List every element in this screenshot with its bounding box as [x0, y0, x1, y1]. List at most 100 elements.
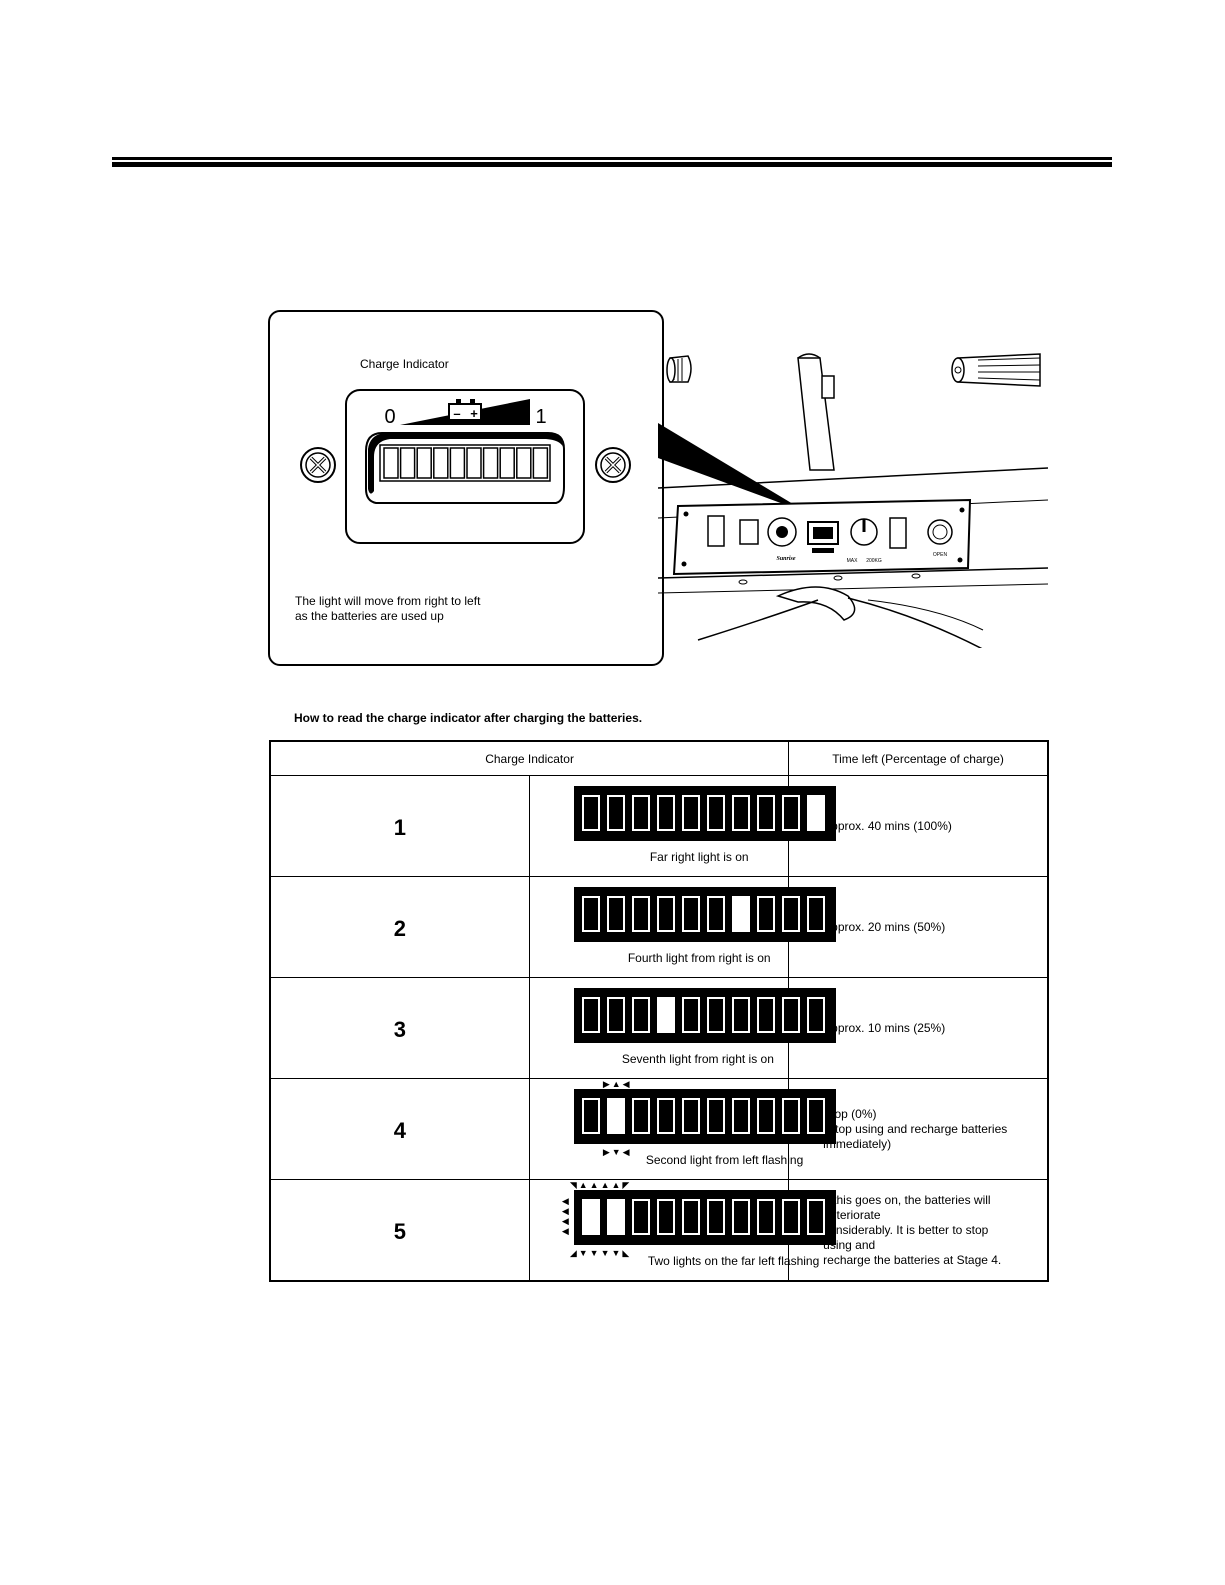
indicator-cell: ▶▲◀▶▼◀Second light from left flashing	[528, 1078, 836, 1180]
indicator-bar	[573, 887, 836, 942]
indicator-light-off	[806, 997, 825, 1033]
indicator-light-off	[606, 795, 625, 831]
panel-weight: 200KG	[866, 558, 882, 564]
indicator-light-off	[781, 1098, 800, 1134]
right-handle-icon	[951, 353, 1041, 387]
indicator-light-off	[606, 997, 625, 1033]
indicator-light-off	[756, 896, 775, 932]
meter-segment	[449, 447, 466, 479]
indicator-light-on	[731, 896, 750, 932]
indicator-light-off	[731, 1199, 750, 1235]
meter-segment	[416, 447, 432, 479]
row-number: 4	[268, 1078, 530, 1180]
meter-segment	[433, 447, 449, 479]
callout-title: Charge Indicator	[360, 357, 449, 371]
battery-minus: –	[453, 406, 460, 421]
indicator-light-off	[731, 1098, 750, 1134]
meter-segment	[399, 447, 416, 479]
charge-meter-illustration: – + 0 1	[300, 389, 631, 544]
indicator-light-off	[706, 997, 725, 1033]
indicator-light-off	[681, 795, 700, 831]
indicator-light-on	[581, 1199, 600, 1235]
meter-segment	[383, 447, 399, 479]
indicator-light-off	[781, 997, 800, 1033]
right-screw-icon	[595, 447, 631, 483]
indicator-caption: Two lights on the far left flashing	[647, 1254, 820, 1268]
indicator-light-off	[781, 795, 800, 831]
indicator-light-off	[806, 896, 825, 932]
battery-plus: +	[470, 406, 478, 421]
indicator-bar	[573, 988, 836, 1043]
callout-box: Charge Indicator –	[268, 310, 664, 666]
scale-max-label: 1	[535, 406, 546, 428]
indicator-light-off	[681, 1098, 700, 1134]
indicator-cell: ◥▲▲▲▲◤ ◢▼▼▼▼◣ ◀◀◀◀ Two lights on the far le…	[528, 1179, 836, 1282]
panel-open: OPEN	[933, 552, 948, 558]
indicator-light-off	[581, 896, 600, 932]
callout-note: The light will move from right to left a…	[295, 594, 481, 623]
indicator-bar	[573, 786, 836, 841]
indicator-light-off	[631, 795, 650, 831]
flashing-marks-icon: ◢▼▼▼▼◣	[569, 1248, 632, 1258]
meter-segment	[532, 447, 549, 479]
flashing-marks-icon: ▶▲◀	[602, 1079, 632, 1089]
indicator-light-off	[756, 1199, 775, 1235]
header-time-left: Time left (Percentage of charge)	[788, 740, 1050, 776]
indicator-light-off	[631, 1199, 650, 1235]
indicator-light-off	[631, 997, 650, 1033]
row-number: 5	[268, 1179, 530, 1282]
time-left-line: Approx. 10 mins (25%)	[823, 1020, 946, 1035]
indicator-light-off	[681, 896, 700, 932]
indicator-light-off	[606, 896, 625, 932]
scale-min-label: 0	[384, 406, 395, 428]
panel-brand: Sunrise	[776, 556, 795, 562]
panel-max: MAX	[847, 558, 859, 564]
table-row: 5 ◥▲▲▲▲◤ ◢▼▼▼▼◣ ◀◀◀◀ Two lights on the far l…	[268, 1179, 1050, 1282]
indicator-light-off	[706, 1199, 725, 1235]
charge-indicator-figure: Charge Indicator –	[268, 308, 1058, 668]
indicator-light-off	[681, 1199, 700, 1235]
indicator-light-off	[756, 795, 775, 831]
indicator-light-on	[806, 795, 825, 831]
time-left-line: Approx. 20 mins (50%)	[823, 919, 946, 934]
meter-segment	[499, 447, 515, 479]
indicator-light-off	[781, 896, 800, 932]
section-caption: How to read the charge indicator after c…	[294, 711, 643, 725]
time-left-line: considerably. It is better to stop using…	[823, 1222, 989, 1252]
row-number: 2	[268, 876, 530, 978]
header-rule-thick	[112, 162, 1112, 167]
indicator-light-on	[606, 1098, 625, 1134]
flashing-marks-icon: ◥▲▲▲▲◤	[569, 1180, 632, 1190]
header-charge-indicator: Charge Indicator	[269, 740, 790, 776]
indicator-bar	[573, 1089, 836, 1144]
charge-indicator-table: Charge Indicator Time left (Percentage o…	[268, 740, 1050, 1282]
header-rule-thin	[112, 157, 1112, 160]
time-left-line: If this goes on, the batteries will dete…	[823, 1192, 991, 1222]
time-left-line: recharge the batteries at Stage 4.	[823, 1252, 1002, 1267]
indicator-light-off	[731, 997, 750, 1033]
time-left-line: immediately)	[823, 1136, 892, 1151]
indicator-cell: Far right light is on	[528, 775, 836, 877]
indicator-caption: Fourth light from right is on	[627, 951, 771, 965]
indicator-light-on	[656, 997, 675, 1033]
meter-segment	[482, 447, 499, 479]
indicator-light-off	[631, 1098, 650, 1134]
indicator-light-off	[806, 1199, 825, 1235]
flashing-marks-icon: ◀◀◀◀	[561, 1196, 571, 1236]
indicator-light-off	[656, 1199, 675, 1235]
indicator-light-off	[781, 1199, 800, 1235]
flashing-marks-icon: ▶▼◀	[602, 1147, 632, 1157]
indicator-cell: Seventh light from right is on	[528, 977, 836, 1079]
row-number: 1	[268, 775, 530, 877]
indicator-cell: Fourth light from right is on	[528, 876, 836, 978]
meter-segment	[516, 447, 532, 479]
indicator-bar	[573, 1190, 836, 1245]
left-screw-icon	[300, 447, 336, 483]
indicator-light-off	[731, 795, 750, 831]
indicator-light-off	[581, 795, 600, 831]
left-handle-icon	[666, 355, 692, 383]
indicator-light-off	[656, 795, 675, 831]
